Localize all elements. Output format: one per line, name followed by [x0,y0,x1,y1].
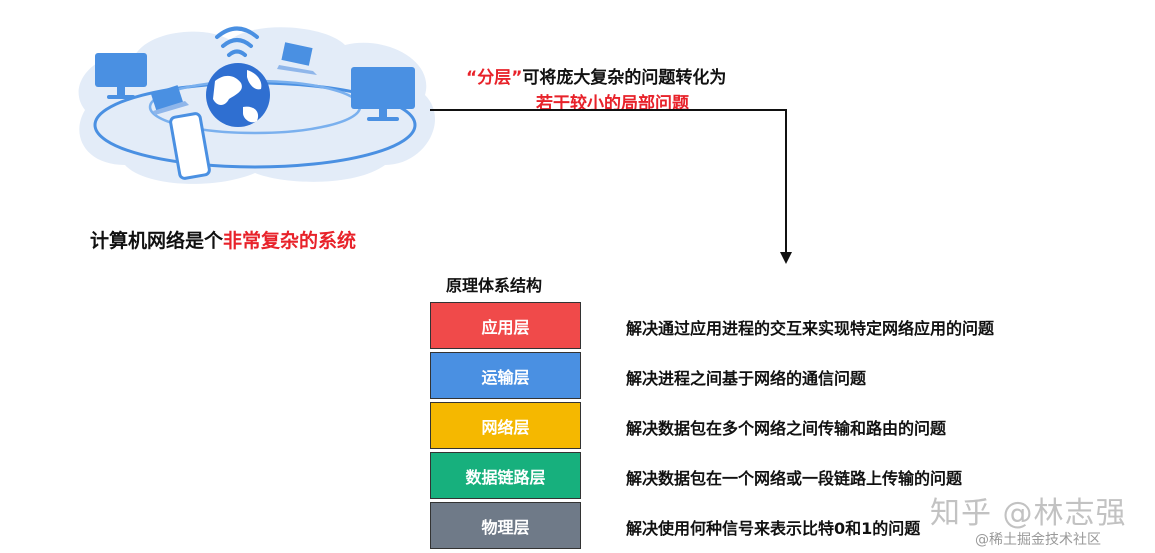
quote-keyword: 分层 [477,68,511,88]
quote-line-1: “分层”可将庞大复杂的问题转化为 [466,63,726,88]
layer-box: 运输层 [430,352,581,399]
layer-description: 解决数据包在一个网络或一段链路上传输的问题 [626,465,962,489]
globe-icon [206,63,270,127]
quote-rest: 可将庞大复杂的问题转化为 [522,68,726,88]
layer-description: 解决数据包在多个网络之间传输和路由的问题 [626,415,946,439]
watermark: 知乎 @林志强 [930,488,1127,532]
layer-description: 解决使用何种信号来表示比特0和1的问题 [626,515,920,539]
layer-box: 应用层 [430,302,581,349]
layer-box: 网络层 [430,402,581,449]
layer-description: 解决通过应用进程的交互来实现特定网络应用的问题 [626,315,994,339]
quote-open-mark: “ [466,68,477,88]
caption-prefix: 计算机网络是个 [90,230,223,252]
arrow-down-icon [430,106,800,266]
layer-box: 数据链路层 [430,452,581,499]
watermark-sub: @稀土掘金技术社区 [975,529,1101,549]
layer-box: 物理层 [430,502,581,549]
caption: 计算机网络是个非常复杂的系统 [90,226,356,253]
quote-close-mark: ” [511,68,522,88]
network-illustration [55,15,445,190]
caption-highlight: 非常复杂的系统 [223,230,356,252]
architecture-title: 原理体系结构 [446,272,542,296]
layer-description: 解决进程之间基于网络的通信问题 [626,365,866,389]
